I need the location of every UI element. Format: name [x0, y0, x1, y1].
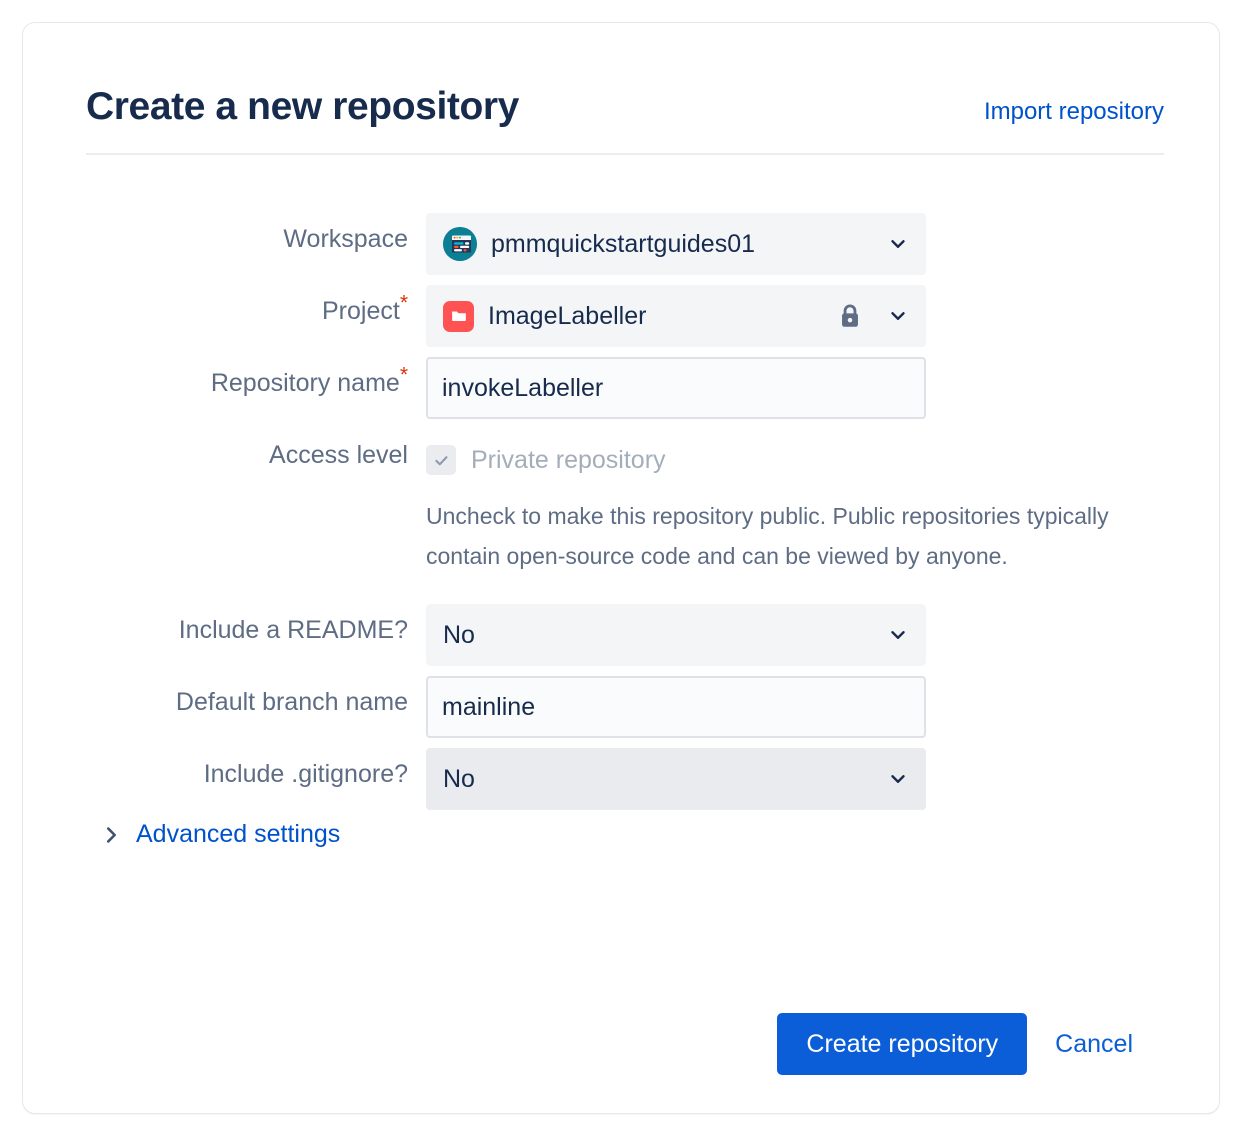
include-readme-label: Include a README?	[178, 616, 408, 645]
chevron-down-icon	[887, 305, 909, 327]
project-folder-icon	[443, 300, 474, 332]
include-readme-selected-value: No	[443, 620, 475, 649]
project-selected-value: ImageLabeller	[488, 301, 647, 330]
default-branch-name-input[interactable]	[426, 676, 926, 739]
form-actions: Create repository Cancel	[777, 1013, 1139, 1075]
default-branch-name-label: Default branch name	[175, 688, 408, 717]
workspace-avatar-icon	[443, 227, 477, 261]
lock-icon	[837, 302, 863, 330]
access-level-field: Private repository Uncheck to make this …	[426, 429, 1164, 594]
chevron-down-icon	[887, 233, 909, 255]
form-row-access-level: Access level Private repository Uncheck …	[86, 429, 1164, 594]
project-label: Project*	[86, 285, 426, 327]
workspace-label: Workspace	[283, 225, 408, 253]
project-field: ImageLabeller	[426, 285, 1164, 347]
workspace-field: pmmquickstartguides01	[426, 213, 1164, 275]
include-gitignore-label: Include .gitignore?	[203, 760, 408, 789]
advanced-settings-label: Advanced settings	[136, 820, 341, 849]
check-icon	[434, 455, 447, 465]
repository-name-field	[426, 357, 1164, 419]
form-row-default-branch-name: Default branch name	[86, 676, 1164, 739]
include-readme-select[interactable]: No	[426, 604, 926, 667]
page-title: Create a new repository	[86, 85, 519, 128]
create-repository-card: Create a new repository Import repositor…	[22, 22, 1220, 1114]
form-row-include-readme: Include a README? No	[86, 604, 1164, 667]
access-level-label: Access level	[269, 441, 408, 469]
repository-name-label-text: Repository name	[210, 369, 400, 397]
chevron-right-icon	[100, 824, 122, 846]
form-row-project: Project* ImageLabeller	[86, 285, 1164, 347]
repository-name-input[interactable]	[426, 357, 926, 419]
project-select[interactable]: ImageLabeller	[426, 285, 926, 347]
chevron-down-icon	[887, 624, 909, 646]
access-level-helper-text: Uncheck to make this repository public. …	[426, 503, 1109, 569]
default-branch-name-field	[426, 676, 1164, 739]
private-repository-checkbox-label: Private repository	[471, 445, 666, 474]
card-header: Create a new repository Import repositor…	[86, 85, 1164, 155]
repository-name-required-marker: *	[399, 363, 408, 387]
create-repository-button[interactable]: Create repository	[777, 1013, 1028, 1075]
cancel-button[interactable]: Cancel	[1049, 1030, 1139, 1059]
form-row-repository-name: Repository name*	[86, 357, 1164, 419]
import-repository-link[interactable]: Import repository	[983, 98, 1164, 125]
private-repository-checkbox-row[interactable]: Private repository	[426, 429, 1164, 491]
form-row-workspace: Workspace	[86, 213, 1164, 275]
advanced-settings-toggle[interactable]: Advanced settings	[100, 820, 340, 849]
include-gitignore-selected-value: No	[443, 764, 475, 793]
workspace-select[interactable]: pmmquickstartguides01	[426, 213, 926, 275]
include-readme-field: No	[426, 604, 1164, 667]
chevron-down-icon	[887, 768, 909, 790]
workspace-selected-value: pmmquickstartguides01	[491, 229, 756, 258]
include-gitignore-field: No	[426, 748, 1164, 811]
project-required-marker: *	[399, 291, 408, 315]
create-repository-form: Workspace	[86, 213, 1164, 849]
include-gitignore-select[interactable]: No	[426, 748, 926, 811]
form-row-include-gitignore: Include .gitignore? No	[86, 748, 1164, 811]
repository-name-label: Repository name*	[86, 357, 426, 399]
project-label-text: Project	[322, 297, 400, 325]
private-repository-checkbox[interactable]	[426, 445, 456, 475]
